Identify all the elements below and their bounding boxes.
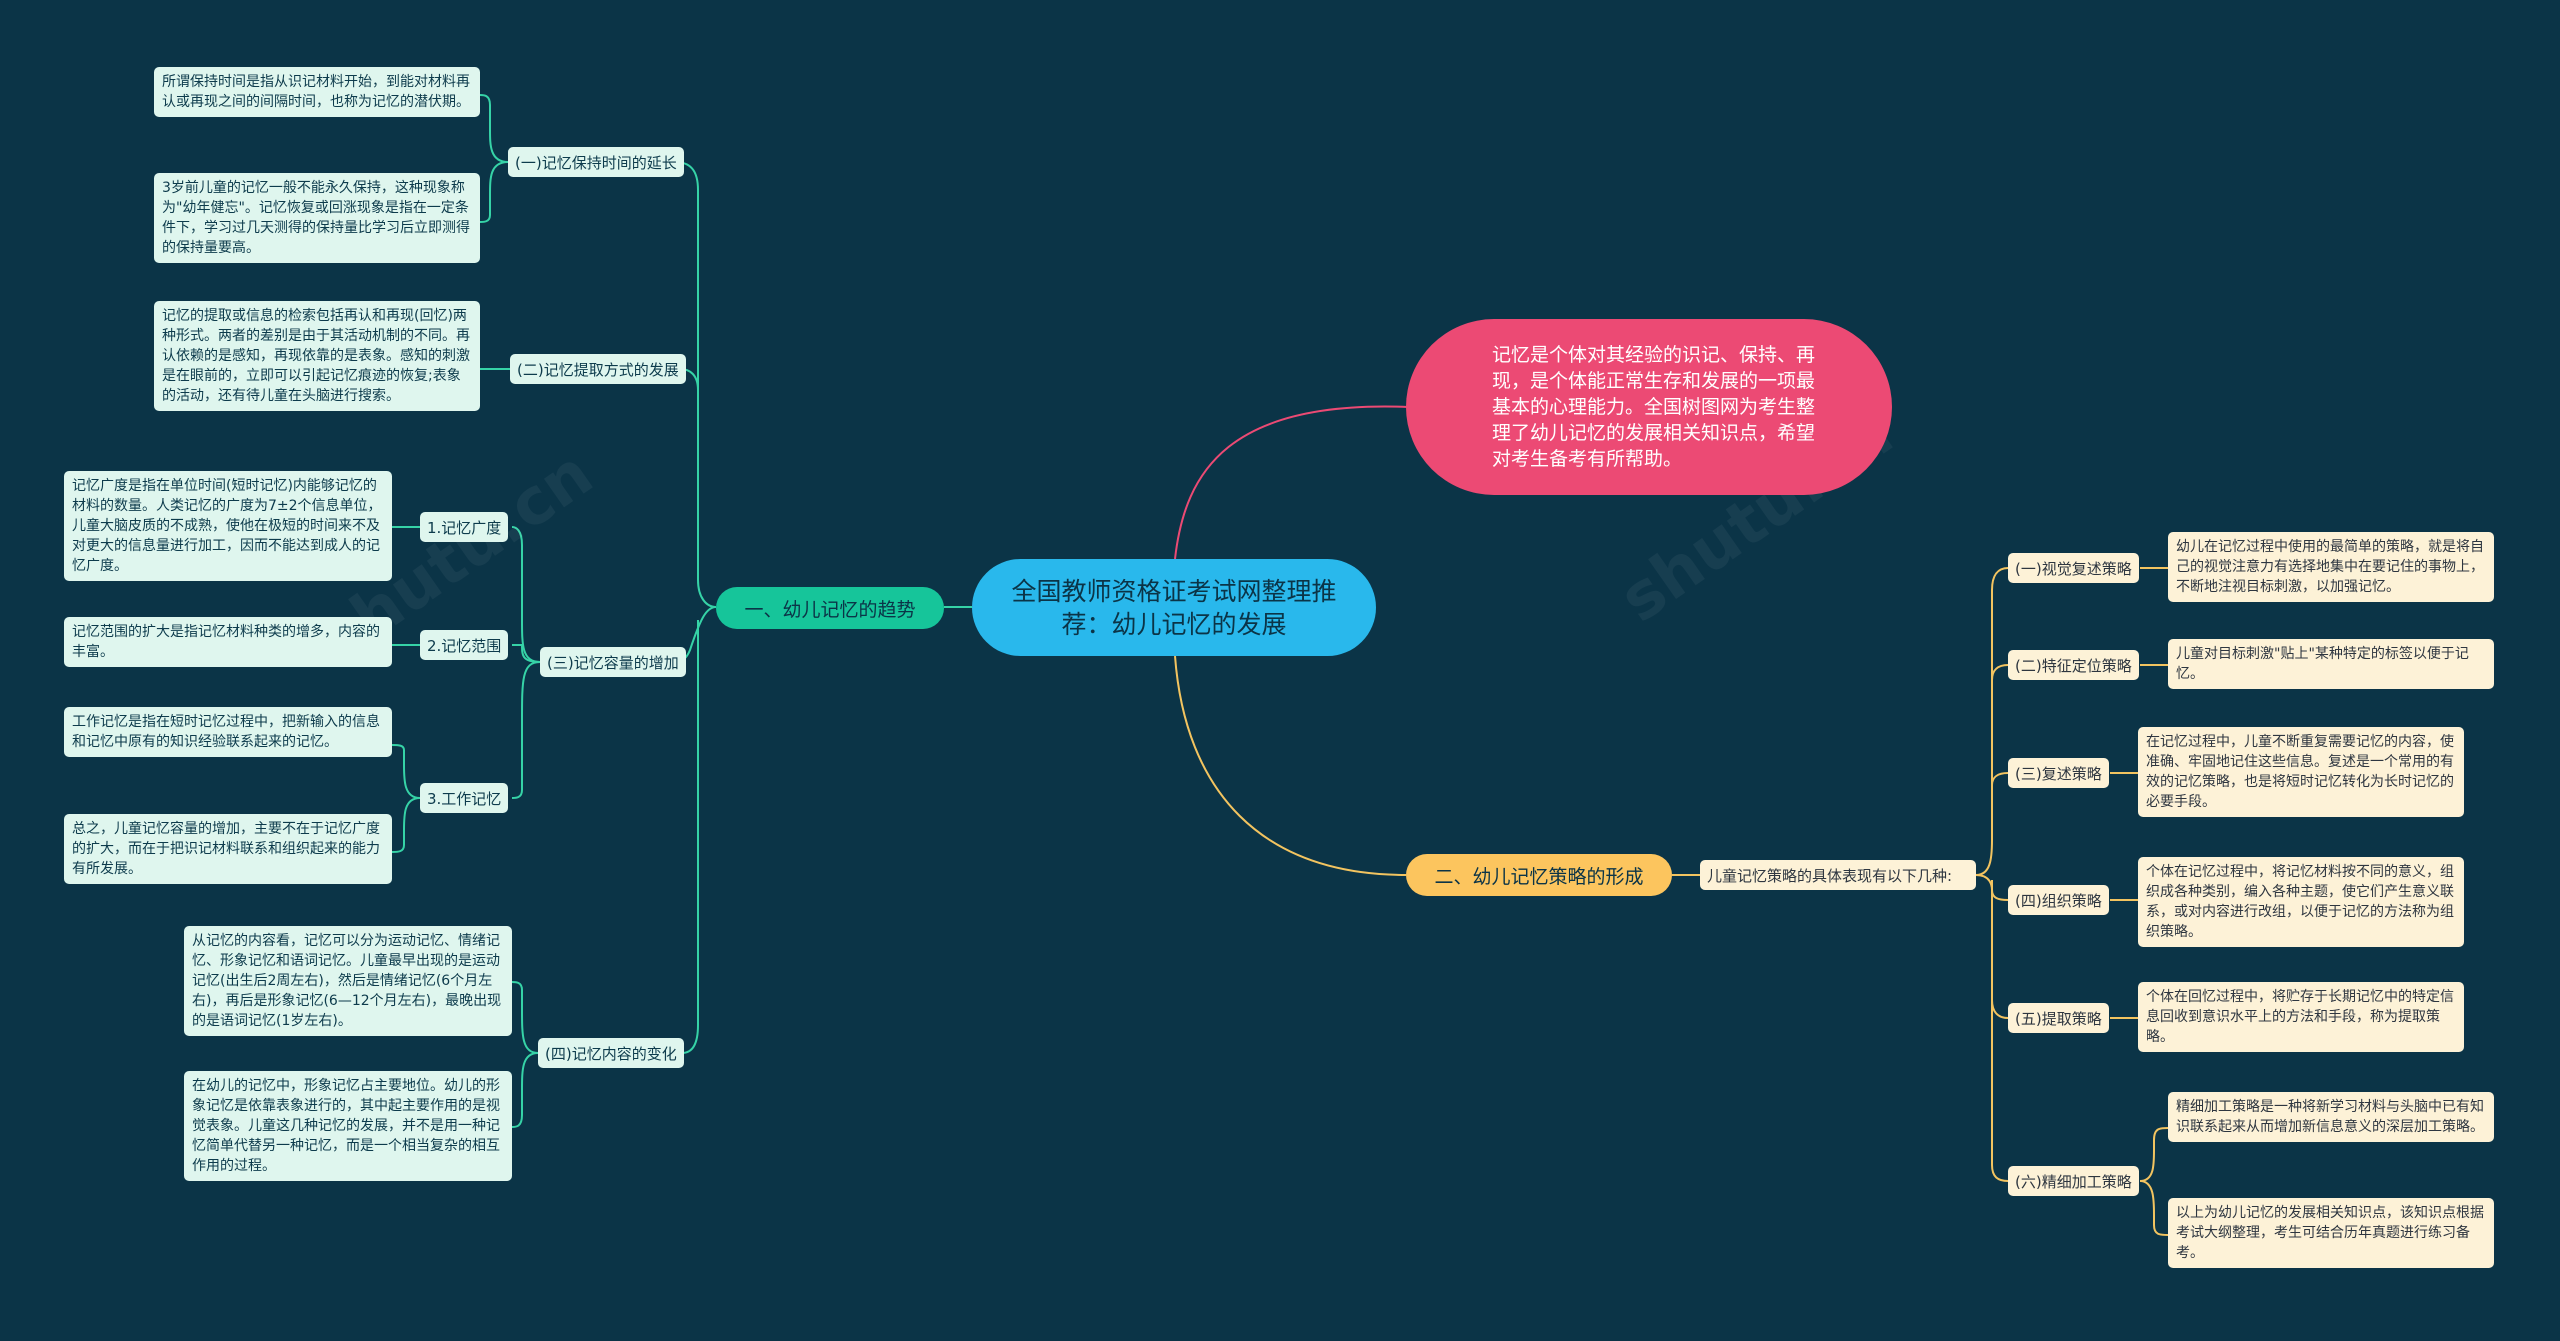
leaf-note: 记忆广度是指在单位时间(短时记忆)内能够记忆的材料的数量。人类记忆的广度为7±2… [64,471,392,581]
leaf-note: 在幼儿的记忆中，形象记忆占主要地位。幼儿的形象记忆是依靠表象进行的，其中起主要作… [184,1071,512,1181]
leaf-note: 工作记忆是指在短时记忆过程中，把新输入的信息和记忆中原有的知识经验联系起来的记忆… [64,707,392,757]
leaf-note: 所谓保持时间是指从识记材料开始，到能对材料再认或再现之间的间隔时间，也称为记忆的… [154,67,480,117]
leaf-note: 记忆范围的扩大是指记忆材料种类的增多，内容的丰富。 [64,617,392,667]
leaf-note: 从记忆的内容看，记忆可以分为运动记忆、情绪记忆、形象记忆和语词记忆。儿童最早出现… [184,926,512,1036]
leaf-note: 以上为幼儿记忆的发展相关知识点，该知识点根据考试大纲整理，考生可结合历年真题进行… [2168,1198,2494,1268]
topic-memory-capacity[interactable]: (三)记忆容量的增加 [540,647,686,677]
leaf-note: 精细加工策略是一种将新学习材料与头脑中已有知识联系起来从而增加新信息意义的深层加… [2168,1092,2494,1142]
central-topic[interactable]: 全国教师资格证考试网整理推荐：幼儿记忆的发展 [972,559,1376,656]
strategy-feature-locating[interactable]: (二)特征定位策略 [2008,650,2139,680]
topic-memory-content[interactable]: (四)记忆内容的变化 [538,1038,684,1068]
link-left-l2-4 [681,620,699,1054]
branch-memory-strategy[interactable]: 二、幼儿记忆策略的形成 [1406,854,1672,896]
leaf-note: 个体在回忆过程中，将贮存于长期记忆中的特定信息回收到意识水平上的方法和手段，称为… [2138,982,2464,1052]
leaf-note: 总之，儿童记忆容量的增加，主要不在于记忆广度的扩大，而在于把识记材料联系和组织起… [64,814,392,884]
subtopic-working-memory[interactable]: 3.工作记忆 [420,783,509,813]
strategy-organization[interactable]: (四)组织策略 [2008,885,2109,915]
intro-text: 记忆是个体对其经验的识记、保持、再现，是个体能正常生存和发展的一项最基本的心理能… [1492,344,1816,470]
leaf-note: 儿童对目标刺激"贴上"某种特定的标签以便于记忆。 [2168,639,2494,689]
strategy-connector[interactable]: 儿童记忆策略的具体表现有以下几种: [1700,860,1976,890]
link-central-intro [1174,405,1409,560]
link-left-l2-1 [674,161,717,608]
topic-retention-time[interactable]: (一)记忆保持时间的延长 [508,147,684,177]
subtopic-memory-range[interactable]: 2.记忆范围 [420,630,509,660]
leaf-note: 幼儿在记忆过程中使用的最简单的策略，就是将自己的视觉注意力有选择地集中在要记住的… [2168,532,2494,602]
topic-retrieval-method[interactable]: (二)记忆提取方式的发展 [510,354,686,384]
strategy-visual-rehearsal[interactable]: (一)视觉复述策略 [2008,553,2139,583]
leaf-note: 在记忆过程中，儿童不断重复需要记忆的内容，使准确、牢固地记住这些信息。复述是一个… [2138,727,2464,817]
leaf-note: 记忆的提取或信息的检索包括再认和再现(回忆)两种形式。两者的差别是由于其活动机制… [154,301,480,411]
subtopic-memory-span[interactable]: 1.记忆广度 [420,512,509,542]
leaf-note: 3岁前儿童的记忆一般不能永久保持，这种现象称为"幼年健忘"。记忆恢复或回涨现象是… [154,173,480,263]
strategy-rehearsal[interactable]: (三)复述策略 [2008,758,2109,788]
leaf-note: 个体在记忆过程中，将记忆材料按不同的意义，组织成各种类别，编入各种主题，使它们产… [2138,857,2464,947]
link-central-right [1174,655,1407,876]
intro-node[interactable]: 记忆是个体对其经验的识记、保持、再现，是个体能正常生存和发展的一项最基本的心理能… [1406,319,1892,495]
strategy-elaboration[interactable]: (六)精细加工策略 [2008,1166,2139,1196]
strategy-retrieval[interactable]: (五)提取策略 [2008,1003,2109,1033]
branch-memory-trend[interactable]: 一、幼儿记忆的趋势 [716,587,944,629]
